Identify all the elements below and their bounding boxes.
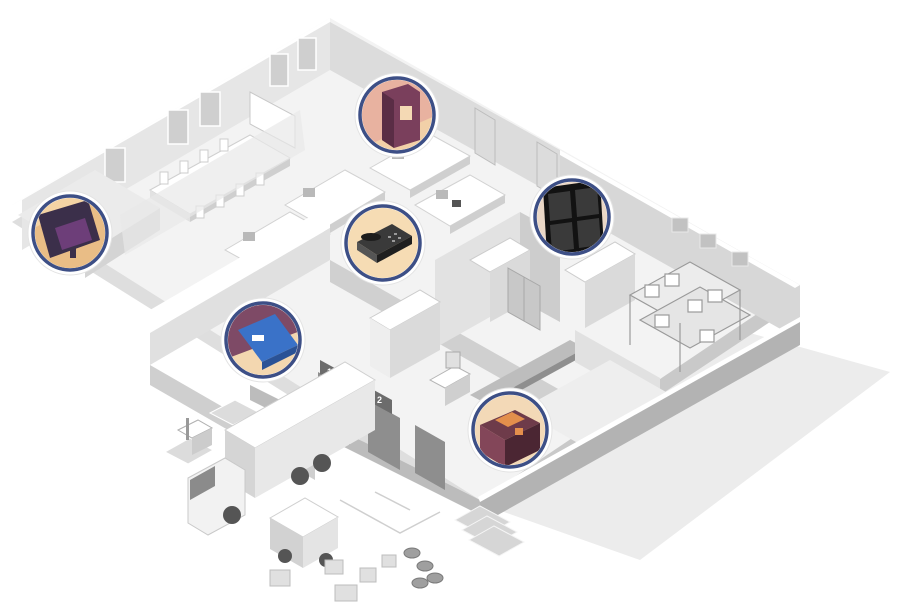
badge-document[interactable] — [220, 297, 306, 383]
office-windows — [104, 37, 317, 183]
badge-monitor[interactable] — [27, 190, 113, 276]
truck-cab — [187, 457, 246, 536]
badge-mailbox[interactable] — [354, 72, 440, 158]
badge-boxes[interactable] — [467, 387, 553, 473]
wall-vents — [671, 217, 749, 267]
packing-room-floor — [520, 360, 680, 450]
parking-lines — [339, 491, 441, 534]
document-icon — [238, 314, 298, 370]
delivery-van — [268, 497, 340, 568]
partition-wall-a — [150, 205, 330, 333]
truck-windshield — [190, 466, 215, 500]
warehouse-shelving — [628, 261, 752, 372]
mailbox-icon — [382, 84, 420, 148]
warehouse-double-door — [507, 267, 541, 331]
meeting-room-wall — [120, 110, 305, 255]
delivery-truck — [187, 361, 376, 536]
window-icon — [543, 182, 604, 252]
office-doors — [474, 107, 496, 166]
badge-window[interactable] — [529, 174, 615, 260]
truck-wheel — [223, 506, 241, 524]
front-wall-right — [480, 320, 800, 525]
badge-telephone[interactable] — [340, 200, 426, 286]
back-wall-right-face — [330, 22, 560, 198]
storage-cabinets — [369, 237, 636, 378]
truck-cargo-side — [255, 380, 375, 498]
outdoor-crates — [269, 554, 397, 602]
front-wall-right-top — [478, 317, 800, 502]
barrels — [403, 547, 444, 589]
partition-wall-a-face — [150, 228, 330, 365]
outdoor-forklift — [176, 418, 214, 455]
indoor-forklift — [428, 351, 472, 406]
entrance-stairs — [453, 505, 526, 557]
monitor-icon — [55, 218, 92, 258]
dock-number-2: 2 — [377, 395, 382, 405]
boxes-icon — [480, 410, 540, 465]
telephone-icon — [357, 224, 412, 263]
